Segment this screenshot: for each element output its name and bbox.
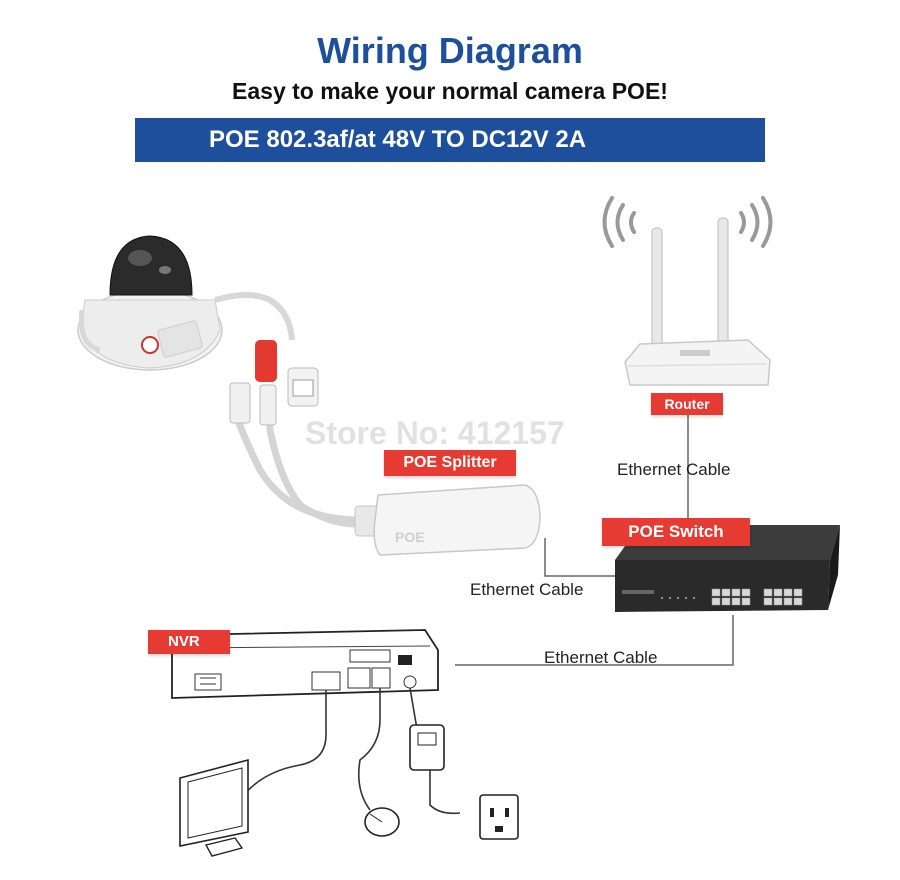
power-adapter-icon [409, 724, 445, 771]
nvr-label: NVR [148, 630, 230, 654]
spec-banner: POE 802.3af/at 48V TO DC12V 2A [135, 118, 765, 162]
splitter-switch-line [544, 538, 615, 577]
cable-label-switch-nvr: Ethernet Cable [544, 648, 658, 667]
poe-splitter-device: POE [229, 382, 541, 556]
router-device [602, 196, 773, 386]
cable-label-splitter-switch: Ethernet Cable [470, 580, 584, 599]
wifi-signal-left-icon [602, 196, 636, 248]
switch-port-icons [711, 588, 803, 606]
switch-nvr-line [455, 615, 734, 666]
connection-lines [455, 415, 734, 666]
diagram-title: Wiring Diagram [317, 30, 583, 71]
monitor-icon [179, 758, 249, 857]
store-watermark: Store No: 412157 [305, 415, 565, 451]
wall-outlet-icon [479, 794, 519, 840]
poe-switch-label: POE Switch [602, 518, 750, 546]
wifi-signal-right-icon [739, 196, 773, 248]
dome-camera-device [77, 235, 319, 407]
mouse-icon [364, 807, 400, 837]
router-label: Router [651, 393, 723, 415]
diagram-subtitle: Easy to make your normal camera POE! [232, 78, 668, 104]
splitter-body-text: POE [395, 529, 425, 545]
cable-label-router-switch: Ethernet Cable [617, 460, 731, 479]
poe-splitter-label: POE Splitter [384, 450, 516, 476]
nvr-device [171, 629, 439, 699]
